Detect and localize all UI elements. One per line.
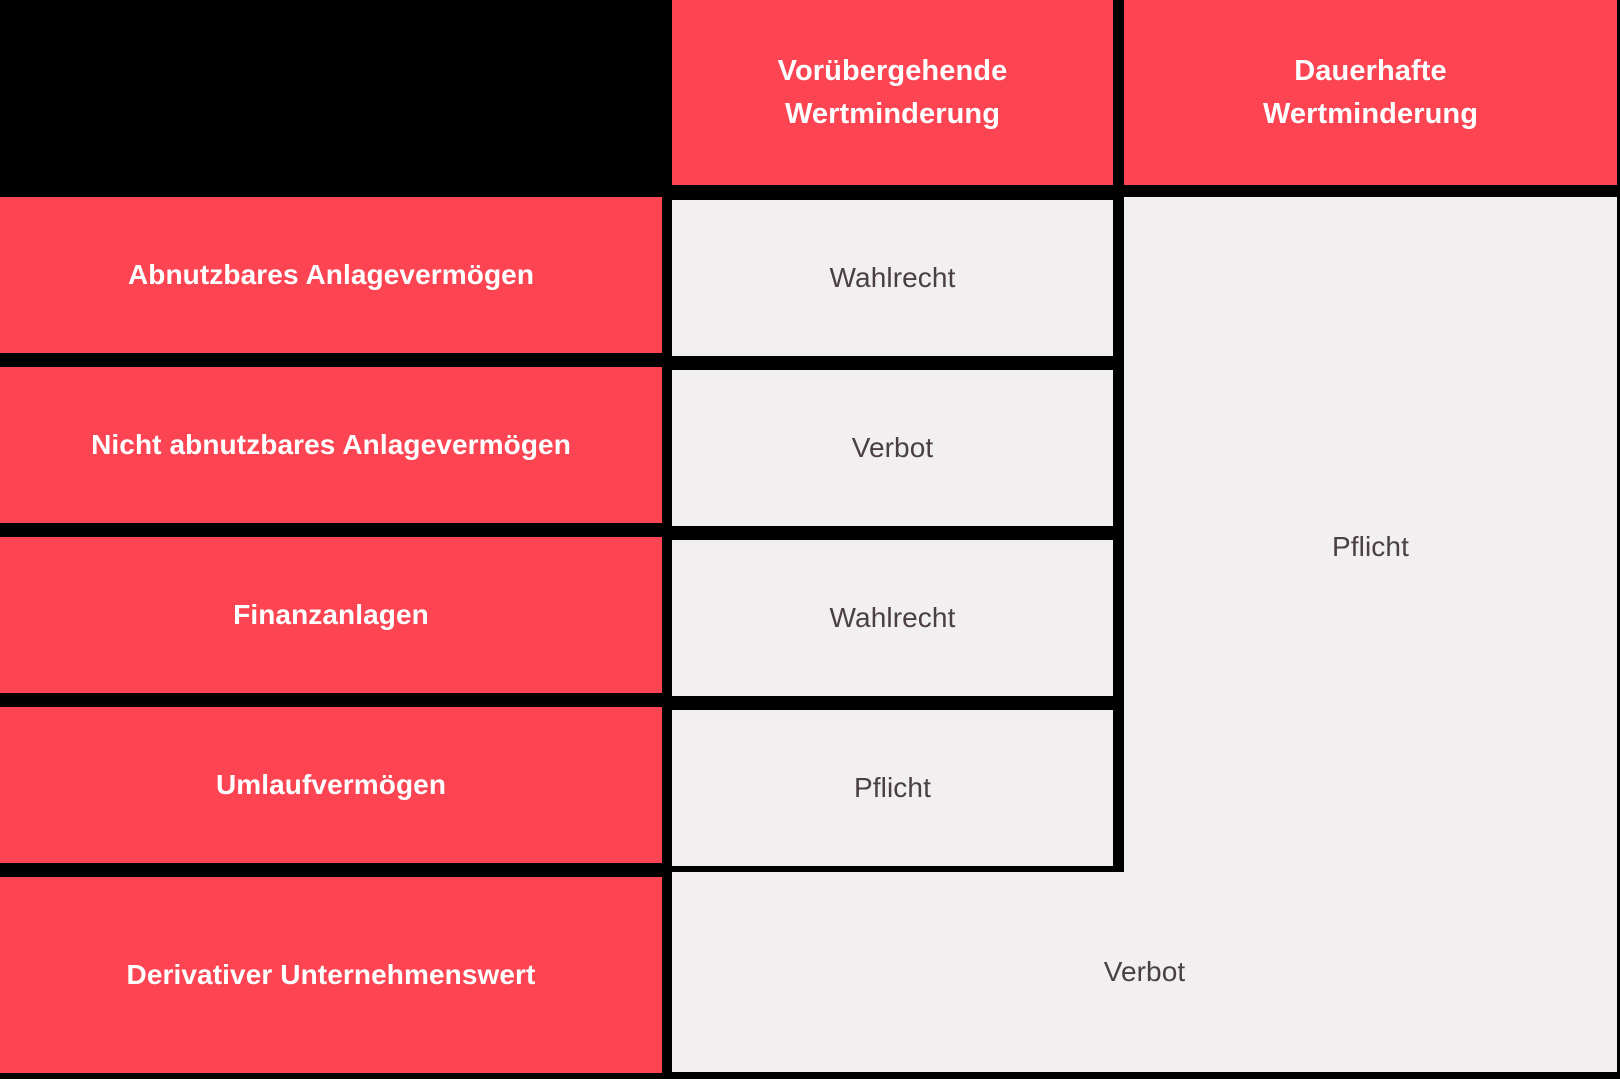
value-cell-temporary-abnutzbares: Wahlrecht bbox=[672, 200, 1113, 356]
column-header-temporary: Vorübergehende Wertminderung bbox=[672, 0, 1113, 185]
row-header-label: Nicht abnutzbares Anlagevermögen bbox=[91, 428, 571, 460]
corner-cell bbox=[0, 0, 662, 185]
value-label: Verbot bbox=[1103, 955, 1186, 987]
value-cell-temporary-umlaufvermoegen: Pflicht bbox=[672, 710, 1113, 866]
row-header-nicht-abnutzbares-anlagevermoegen: Nicht abnutzbares Anlagevermögen bbox=[0, 367, 662, 523]
value-label: Pflicht bbox=[1332, 530, 1409, 562]
value-cell-derivativer-unternehmenswert-merged: Verbot bbox=[672, 872, 1617, 1072]
value-label: Pflicht bbox=[854, 771, 931, 803]
value-cell-temporary-finanzanlagen: Wahlrecht bbox=[672, 540, 1113, 696]
row-header-label: Derivativer Unternehmenswert bbox=[126, 958, 536, 990]
row-header-label: Finanzanlagen bbox=[233, 598, 429, 630]
row-header-abnutzbares-anlagevermoegen: Abnutzbares Anlagevermögen bbox=[0, 197, 662, 353]
column-header-temporary-label: Vorübergehende Wertminderung bbox=[777, 55, 1008, 130]
value-cell-temporary-nicht-abnutzbares: Verbot bbox=[672, 370, 1113, 526]
row-header-umlaufvermoegen: Umlaufvermögen bbox=[0, 707, 662, 863]
column-header-permanent: Dauerhafte Wertminderung bbox=[1124, 0, 1617, 185]
value-label: Verbot bbox=[851, 431, 934, 463]
value-label: Wahlrecht bbox=[829, 601, 956, 633]
column-header-permanent-label: Dauerhafte Wertminderung bbox=[1262, 55, 1479, 130]
row-header-label: Umlaufvermögen bbox=[215, 768, 447, 800]
row-header-label: Abnutzbares Anlagevermögen bbox=[127, 258, 535, 290]
row-header-derivativer-unternehmenswert: Derivativer Unternehmenswert bbox=[0, 877, 662, 1073]
row-header-finanzanlagen: Finanzanlagen bbox=[0, 537, 662, 693]
value-label: Wahlrecht bbox=[829, 261, 956, 293]
value-cell-permanent-merged: Pflicht bbox=[1124, 197, 1617, 897]
